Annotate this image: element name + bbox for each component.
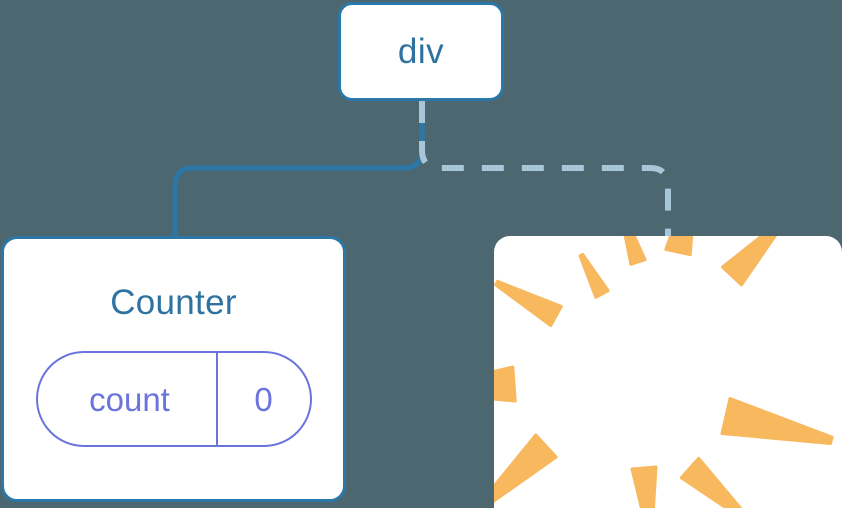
edge-div-to-counter: [172, 98, 425, 239]
ray-nnw: [623, 236, 647, 266]
state-pill-value: 0: [215, 353, 310, 445]
ray-nw: [494, 279, 563, 328]
ray-nnw2: [578, 252, 610, 299]
sparkle-burst-icon: [494, 236, 834, 508]
node-div[interactable]: div: [338, 2, 504, 101]
ray-w: [494, 365, 517, 403]
ray-s: [630, 465, 658, 508]
node-counter[interactable]: Counter count 0: [1, 236, 346, 502]
state-pill-count[interactable]: count 0: [35, 351, 312, 447]
node-div-label: div: [397, 32, 445, 71]
ray-se: [679, 456, 743, 508]
state-pill-key: count: [89, 380, 170, 418]
ray-nne: [721, 236, 777, 287]
node-counter-title: Counter: [110, 283, 237, 322]
node-sparkle[interactable]: [494, 236, 842, 508]
ray-sw: [494, 433, 558, 503]
edge-div-to-sparkle: [419, 101, 671, 236]
ray-e: [720, 397, 834, 445]
ray-n: [664, 236, 694, 257]
